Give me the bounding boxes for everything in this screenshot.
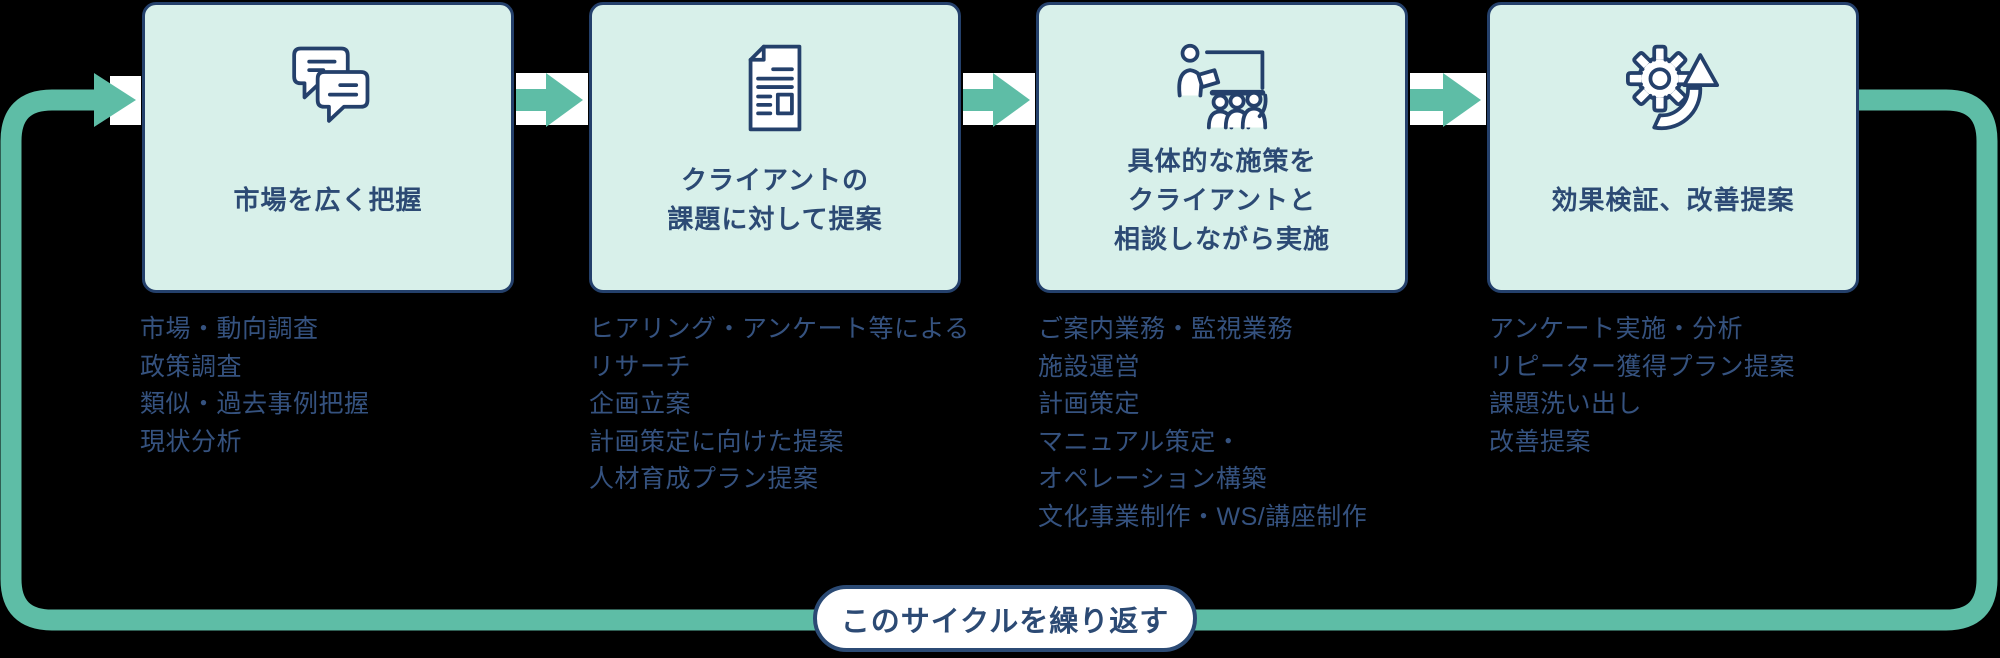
list-item: 市場・動向調査 <box>140 315 319 343</box>
step-list-1: 市場・動向調査 政策調査 類似・過去事例把握 現状分析 <box>140 311 610 461</box>
list-item: 政策調査 <box>140 352 243 381</box>
list-item: 施設運営 <box>1038 352 1141 381</box>
step-list-4: アンケート実施・分析 リピーター獲得プラン提案 課題洗い出し 改善提案 <box>1489 311 1959 461</box>
step-title-line: 具体的な施策を <box>1127 145 1317 176</box>
list-item: 課題洗い出し <box>1489 390 1643 418</box>
list-item: ご案内業務・監視業務 <box>1038 315 1294 343</box>
list-item: 人材育成プラン提案 <box>589 465 819 493</box>
list-item: リピーター獲得プラン提案 <box>1489 352 1796 381</box>
step-arrow-3-icon <box>1410 73 1486 127</box>
step-title-line: 効果検証、改善提案 <box>1551 184 1795 215</box>
gear-refresh-icon <box>1490 41 1856 135</box>
step-title-4: 効果検証、改善提案 <box>1490 143 1856 257</box>
loop-entry-arrowhead-icon <box>94 73 136 127</box>
list-item: 現状分析 <box>140 427 243 456</box>
list-item: マニュアル策定・ <box>1038 427 1242 456</box>
step-title-line: 相談しながら実施 <box>1113 223 1330 254</box>
chat-bubbles-icon <box>145 41 511 135</box>
step-title-line: 市場を広く把握 <box>233 184 423 215</box>
step-card-4: 効果検証、改善提案 <box>1487 2 1859 293</box>
cycle-label-text: このサイクルを繰り返す <box>840 605 1170 638</box>
list-item: 計画策定 <box>1038 390 1141 418</box>
step-title-line: クライアントの <box>681 165 869 195</box>
step-arrow-2-icon <box>963 73 1035 127</box>
list-item: アンケート実施・分析 <box>1489 315 1744 343</box>
step-title-1: 市場を広く把握 <box>145 143 511 257</box>
list-item: ヒアリング・アンケート等による <box>589 315 970 343</box>
presentation-icon <box>1039 41 1405 135</box>
step-list-2: ヒアリング・アンケート等による リサーチ 企画立案 計画策定に向けた提案 人材育… <box>589 311 1059 499</box>
step-title-line: クライアントと <box>1128 184 1316 215</box>
list-item: 文化事業制作・WS/講座制作 <box>1038 502 1368 531</box>
step-title-3: 具体的な施策を クライアントと 相談しながら実施 <box>1039 143 1405 257</box>
cycle-label-badge: このサイクルを繰り返す <box>813 585 1197 652</box>
step-list-3: ご案内業務・監視業務 施設運営 計画策定 マニュアル策定・ オペレーション構築 … <box>1038 311 1508 536</box>
step-card-3: 具体的な施策を クライアントと 相談しながら実施 <box>1036 2 1408 293</box>
list-item: 計画策定に向けた提案 <box>589 427 845 456</box>
list-item: 改善提案 <box>1489 427 1592 456</box>
step-card-1: 市場を広く把握 <box>142 2 514 293</box>
list-item: 企画立案 <box>589 390 692 418</box>
list-item: オペレーション構築 <box>1038 465 1268 493</box>
step-arrow-1-icon <box>516 73 588 127</box>
step-title-2: クライアントの 課題に対して提案 <box>592 143 958 257</box>
list-item: 類似・過去事例把握 <box>140 390 370 418</box>
document-icon <box>592 41 958 135</box>
list-item: リサーチ <box>589 352 692 381</box>
step-card-2: クライアントの 課題に対して提案 <box>589 2 961 293</box>
step-title-line: 課題に対して提案 <box>667 204 883 234</box>
